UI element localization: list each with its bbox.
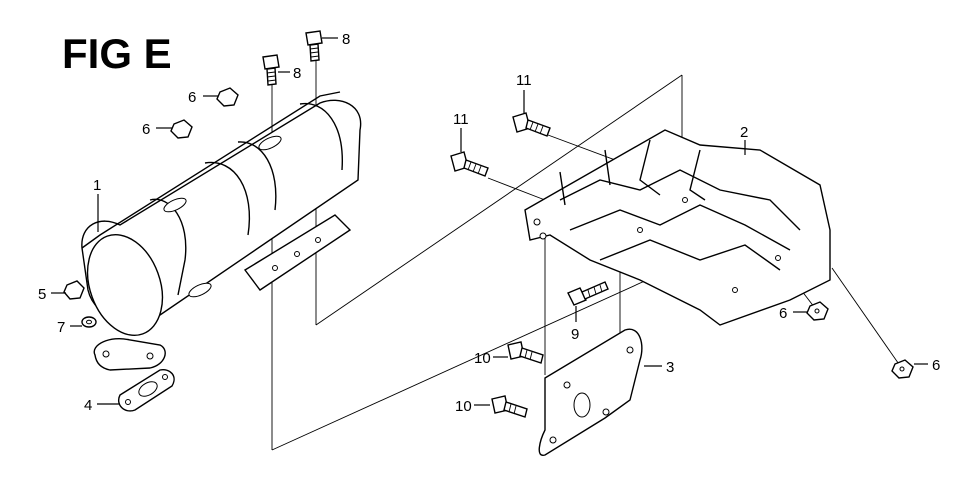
callout-5: 5 [38, 286, 46, 303]
bolt-8-left [262, 54, 280, 86]
nut-6-far-right [891, 359, 914, 379]
callout-11-lower: 11 [453, 111, 469, 128]
nut-5 [63, 280, 85, 300]
callout-leaders [51, 37, 928, 406]
callout-11-upper: 11 [516, 72, 532, 89]
bolt-10-upper [507, 341, 544, 364]
callout-9: 9 [571, 326, 579, 343]
bolt-11-lower [450, 151, 489, 177]
callout-3: 3 [666, 359, 674, 376]
callout-1: 1 [93, 177, 101, 194]
nut-6-mid-right [806, 301, 829, 321]
nut-6-upper [216, 87, 239, 107]
washer-7 [81, 316, 97, 328]
callout-6-far-right: 6 [932, 357, 940, 374]
bolt-10-lower [491, 395, 528, 418]
bolt-9 [567, 281, 609, 306]
shield-bracket-part [524, 129, 831, 326]
muffler-assembly [81, 91, 362, 371]
callout-6-upper: 6 [188, 89, 196, 106]
callout-10-lower: 10 [455, 398, 472, 415]
figure-title: FIG E [62, 30, 172, 77]
callout-4: 4 [84, 397, 92, 414]
callout-2: 2 [740, 124, 748, 141]
callout-10-upper: 10 [474, 350, 491, 367]
callout-7: 7 [57, 319, 65, 336]
bolt-8-right [305, 30, 323, 62]
callout-6-lower: 6 [142, 121, 150, 138]
callout-6-mid-right: 6 [779, 305, 787, 322]
bolt-11-upper [512, 112, 551, 137]
mounting-plate-part [538, 328, 643, 456]
nut-6-lower [170, 119, 193, 139]
callout-8-right: 8 [342, 31, 350, 48]
gasket-part [118, 369, 175, 412]
callout-8-left: 8 [293, 65, 301, 82]
